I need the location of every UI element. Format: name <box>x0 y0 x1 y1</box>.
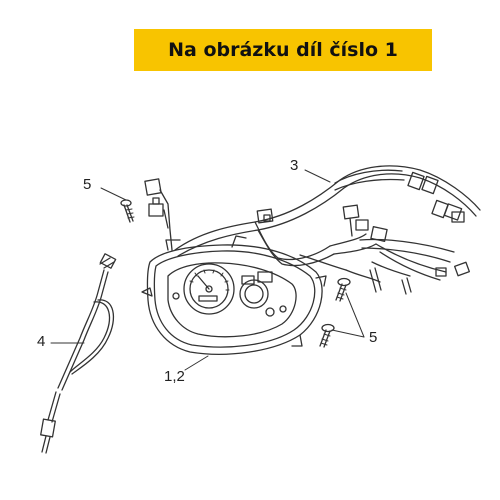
callout-3: 3 <box>290 157 299 174</box>
callout-5-top: 5 <box>83 176 92 193</box>
part-number-banner: Na obrázku díl číslo 1 <box>134 29 432 71</box>
screw-top-left <box>120 199 135 223</box>
wire-harness <box>144 165 481 295</box>
screw-right-upper <box>335 277 351 302</box>
speedometer-cable <box>40 253 117 454</box>
banner-text: Na obrázku díl číslo 1 <box>168 39 398 61</box>
callout-4: 4 <box>37 333 46 350</box>
leader-lines <box>50 169 365 371</box>
instrument-cluster <box>141 235 327 355</box>
callout-5-right: 5 <box>369 329 378 346</box>
callout-1-2: 1,2 <box>164 368 185 385</box>
screw-right-lower <box>319 323 335 348</box>
